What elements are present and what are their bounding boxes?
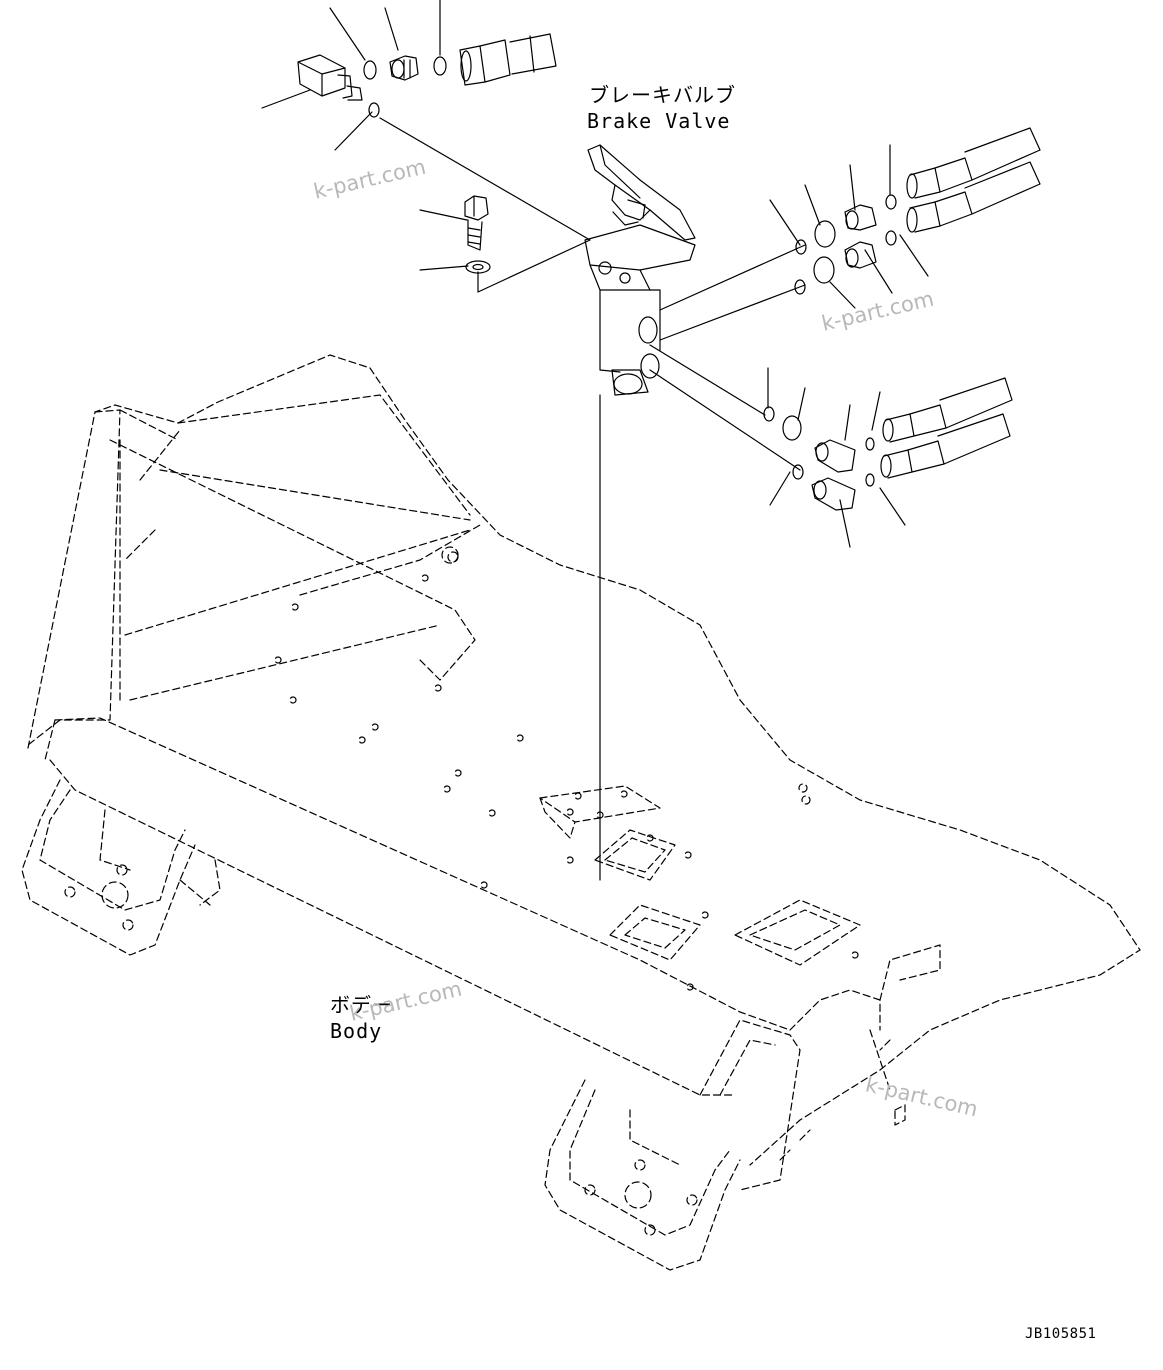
hoses-lower [880,377,1013,479]
elbows-lower [811,437,875,511]
washer [465,260,491,274]
body-label-en: Body [330,1019,383,1043]
pressure-switch-assembly [297,54,380,118]
orings-lower [763,406,804,480]
drawing-code: JB105851 [1025,1326,1097,1342]
brake-valve-label-en: Brake Valve [587,109,731,133]
adapters-upper [844,194,897,269]
bolt [464,195,489,251]
leader-lines [261,0,929,881]
hoses-upper [906,127,1041,233]
brake-valve-label-jp: ブレーキバルブ [589,83,736,107]
hose-top [459,33,557,86]
body-frame [21,354,1141,1271]
body-label-jp: ボデー [330,993,393,1017]
orings-upper [794,220,836,295]
connector-fitting-top [389,55,447,81]
brake-valve [584,144,696,396]
